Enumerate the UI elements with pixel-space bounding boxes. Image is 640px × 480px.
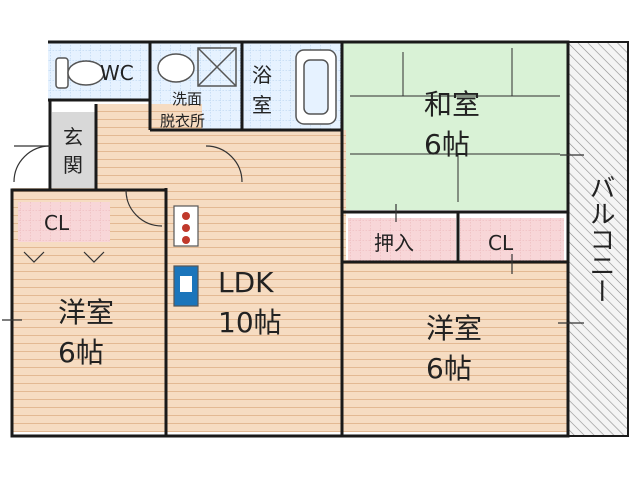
ldk-label-line1: LDK xyxy=(218,266,274,299)
entrance-label-line1: 玄 xyxy=(63,125,83,149)
entrance-label-line2: 関 xyxy=(63,153,83,177)
windows xyxy=(2,154,584,324)
wc-label: WC xyxy=(100,61,134,85)
bathtub-fixture xyxy=(295,49,337,125)
bath-label-line2: 室 xyxy=(252,93,272,117)
yoshitsu-right-room xyxy=(346,260,568,432)
oshiire xyxy=(348,218,456,262)
washroom-label-line2: 脱衣所 xyxy=(160,112,205,130)
yoshitsu-right-label-line1: 洋室 xyxy=(426,312,482,345)
washroom-label-line1: 洗面 xyxy=(172,90,202,108)
oshiire-label: 押入 xyxy=(374,231,414,255)
entrance xyxy=(52,112,96,188)
washitsu-label-line2: 6帖 xyxy=(424,128,470,161)
closet-right-label: CL xyxy=(488,231,514,255)
stove-fixture xyxy=(173,205,199,247)
washitsu-label-line1: 和室 xyxy=(424,88,480,121)
bath-label-line1: 浴 xyxy=(252,63,272,87)
toilet-fixture xyxy=(55,57,105,89)
tatami-seams xyxy=(350,48,560,202)
doors xyxy=(13,145,243,263)
kitchen-sink-fixture xyxy=(173,265,199,307)
ldk-label-line2: 10帖 xyxy=(218,306,282,339)
washitsu-room xyxy=(342,42,568,210)
yoshitsu-right-label-line2: 6帖 xyxy=(426,352,472,385)
balcony xyxy=(567,41,629,437)
balcony-label: バルコニー xyxy=(585,174,615,304)
closet-left-label: CL xyxy=(44,211,70,235)
washbasin-fixture xyxy=(157,47,237,87)
yoshitsu-left-label-line1: 洋室 xyxy=(58,296,114,329)
yoshitsu-left-label-line2: 6帖 xyxy=(58,336,104,369)
walls xyxy=(10,40,570,438)
closet-left xyxy=(18,202,110,242)
